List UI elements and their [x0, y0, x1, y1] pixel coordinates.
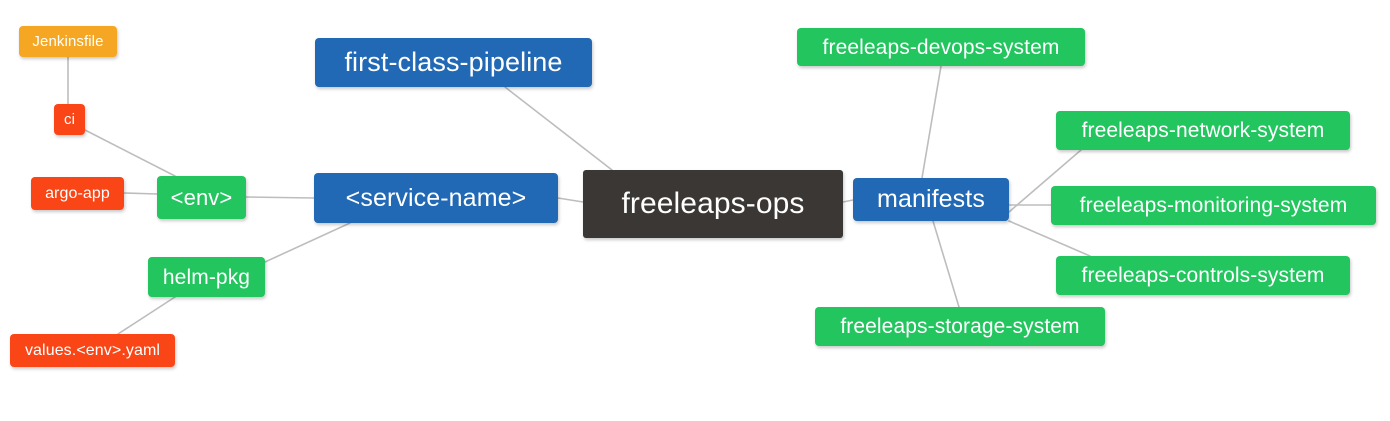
- node-label-freeleaps-monitoring-system: freeleaps-monitoring-system: [1079, 194, 1348, 217]
- node-label-argo-app: argo-app: [45, 184, 110, 202]
- edge-helm-pkg-to-values-env-yaml: [117, 296, 176, 335]
- node-label-first-class-pipeline: first-class-pipeline: [344, 47, 563, 77]
- node-label-env: <env>: [170, 184, 233, 210]
- node-label-freeleaps-devops-system: freeleaps-devops-system: [822, 35, 1060, 59]
- node-helm-pkg[interactable]: helm-pkg: [148, 257, 265, 297]
- node-freeleaps-controls-system[interactable]: freeleaps-controls-system: [1056, 256, 1350, 295]
- edge-freeleaps-ops-to-service-name: [557, 197, 584, 203]
- edge-manifests-to-freeleaps-storage-system: [932, 220, 960, 308]
- node-label-helm-pkg: helm-pkg: [162, 265, 251, 289]
- node-label-jenkinsfile: Jenkinsfile: [32, 33, 104, 50]
- node-label-manifests: manifests: [877, 185, 985, 213]
- edge-manifests-to-freeleaps-controls-system: [1008, 220, 1091, 257]
- node-label-freeleaps-ops: freeleaps-ops: [621, 187, 805, 220]
- node-freeleaps-devops-system[interactable]: freeleaps-devops-system: [797, 28, 1085, 66]
- node-argo-app[interactable]: argo-app: [31, 177, 124, 210]
- node-ci[interactable]: ci: [54, 104, 85, 135]
- node-env[interactable]: <env>: [157, 176, 246, 219]
- node-jenkinsfile[interactable]: Jenkinsfile: [19, 26, 117, 57]
- node-freeleaps-monitoring-system[interactable]: freeleaps-monitoring-system: [1051, 186, 1376, 225]
- edge-freeleaps-ops-to-first-class-pipeline: [504, 86, 613, 171]
- node-label-freeleaps-storage-system: freeleaps-storage-system: [840, 315, 1080, 338]
- node-first-class-pipeline[interactable]: first-class-pipeline: [315, 38, 592, 87]
- edge-env-to-ci: [84, 129, 176, 177]
- node-freeleaps-ops[interactable]: freeleaps-ops: [583, 170, 843, 238]
- edge-service-name-to-helm-pkg: [264, 222, 351, 263]
- node-freeleaps-network-system[interactable]: freeleaps-network-system: [1056, 111, 1350, 150]
- node-label-freeleaps-network-system: freeleaps-network-system: [1081, 119, 1325, 142]
- edge-manifests-to-freeleaps-devops-system: [921, 65, 942, 179]
- edge-freeleaps-ops-to-manifests: [842, 199, 854, 203]
- node-values-env-yaml[interactable]: values.<env>.yaml: [10, 334, 175, 367]
- node-freeleaps-storage-system[interactable]: freeleaps-storage-system: [815, 307, 1105, 346]
- node-label-ci: ci: [63, 111, 76, 128]
- edge-env-to-argo-app: [123, 192, 158, 195]
- node-label-values-env-yaml: values.<env>.yaml: [24, 341, 161, 359]
- node-label-service-name: <service-name>: [345, 183, 527, 212]
- node-manifests[interactable]: manifests: [853, 178, 1009, 221]
- edge-service-name-to-env: [245, 196, 315, 199]
- node-label-freeleaps-controls-system: freeleaps-controls-system: [1081, 264, 1325, 287]
- node-service-name[interactable]: <service-name>: [314, 173, 558, 223]
